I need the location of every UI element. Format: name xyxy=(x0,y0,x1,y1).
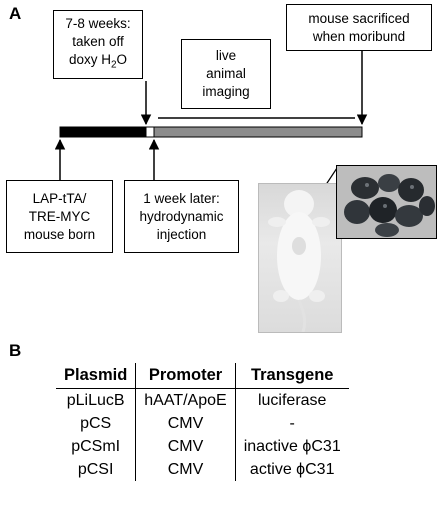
injection-line2: hydrodynamic xyxy=(139,208,224,224)
sacrificed-line1: mouse sacrificed xyxy=(308,10,410,26)
hydrodynamic-injection-box: 1 week later: hydrodynamic injection xyxy=(124,180,239,253)
injection-line1: 1 week later: xyxy=(143,190,220,206)
table-row: pLiLucB hAAT/ApoE luciferase xyxy=(56,388,349,412)
table-header-row: Plasmid Promoter Transgene xyxy=(56,363,349,389)
header-plasmid: Plasmid xyxy=(56,363,136,389)
panel-a-label: A xyxy=(9,4,22,23)
weeks-line1: 7-8 weeks: xyxy=(65,15,131,31)
live-line1: live xyxy=(215,48,237,63)
weeks-off-doxy-box: 7-8 weeks: taken off doxy H2O xyxy=(53,10,143,79)
table-row: pCSI CMV active ϕC31 xyxy=(56,458,349,481)
cell-promoter: CMV xyxy=(135,412,236,435)
cell-promoter: CMV xyxy=(135,458,236,481)
timeline-pre-segment xyxy=(59,126,147,138)
timeline-post-segment xyxy=(153,126,363,138)
cell-promoter: CMV xyxy=(135,435,236,458)
tumor-liver-inset-photo xyxy=(336,165,437,239)
cell-transgene: active ϕC31 xyxy=(234,458,349,481)
injection-line3: injection xyxy=(156,226,207,242)
born-line2: TRE-MYC xyxy=(28,208,91,224)
mouse-sacrificed-box: mouse sacrificed when moribund xyxy=(286,4,432,51)
cell-plasmid: pCSmI xyxy=(71,437,121,455)
cell-plasmid: pLiLucB xyxy=(66,391,125,409)
live-line2: animal xyxy=(206,66,246,81)
cell-plasmid: pCSI xyxy=(77,460,114,478)
mouse-illustration xyxy=(268,190,330,332)
weeks-line2: taken off xyxy=(72,33,124,49)
mouse-born-box: LAP-tTA/ TRE-MYC mouse born xyxy=(6,180,113,253)
weeks-line3: doxy H2O xyxy=(68,51,128,71)
timeline-gap-segment xyxy=(145,126,155,138)
panel-b-label: B xyxy=(9,341,22,360)
born-line3: mouse born xyxy=(23,226,96,242)
header-transgene: Transgene xyxy=(234,363,349,389)
table-row: pCS CMV - xyxy=(56,412,349,435)
cell-plasmid: pCS xyxy=(80,414,112,432)
live-line3: imaging xyxy=(202,84,250,99)
tumor-illustration xyxy=(337,166,436,238)
mouse-photo xyxy=(258,183,342,333)
sacrificed-line2: when moribund xyxy=(312,28,406,44)
born-line1: LAP-tTA/ xyxy=(32,190,87,206)
table-row: pCSmI CMV inactive ϕC31 xyxy=(56,435,349,458)
cell-promoter: hAAT/ApoE xyxy=(135,388,236,412)
live-imaging-box: live animal imaging xyxy=(181,39,271,109)
plasmid-table: Plasmid Promoter Transgene pLiLucB hAAT/… xyxy=(56,363,349,481)
cell-transgene: inactive ϕC31 xyxy=(234,435,349,458)
cell-transgene: luciferase xyxy=(234,388,349,412)
header-promoter: Promoter xyxy=(135,363,236,389)
cell-transgene: - xyxy=(234,412,349,435)
